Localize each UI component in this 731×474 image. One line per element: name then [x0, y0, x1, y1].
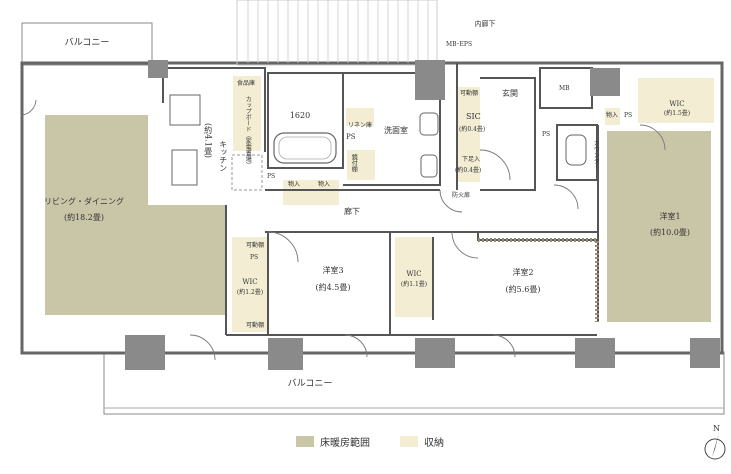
sic-label: SIC — [466, 112, 481, 121]
legend-floor-heating-label: 床暖房範囲 — [320, 438, 370, 449]
legend: 床暖房範囲 収納 — [0, 432, 731, 452]
wic2-area: (約1.1畳) — [400, 281, 428, 288]
mirror-shelf-label: 鏡付棚 — [350, 154, 358, 172]
wic-master-zone — [638, 78, 714, 123]
ps-label-hall: PS — [267, 173, 276, 180]
toilet-master-icon — [565, 134, 587, 166]
interior-walls — [162, 63, 599, 336]
washroom-label: 洗面室 — [384, 126, 408, 135]
hall-storage-zone — [283, 180, 339, 205]
kitchen-label: キッチン — [218, 140, 228, 172]
storage-label-2: 物入 — [318, 181, 331, 188]
movable-shelf-wic3-top: 可動棚 — [246, 242, 265, 249]
legend-floor-heating-swatch — [296, 436, 314, 447]
kitchen-area: (約4.1畳) — [203, 123, 213, 158]
master-area: (約10.0畳) — [649, 228, 691, 237]
linen-zone — [346, 108, 374, 126]
mirror-shelf-zone — [347, 150, 375, 180]
inner-corridor-label: 内廊下 — [474, 20, 496, 28]
wic-master-label: WIC — [669, 100, 685, 108]
cupboard-label: カップボード（家電置場） — [244, 96, 252, 168]
ld-heat-zone-right — [148, 205, 226, 315]
stairwell-outline — [236, 0, 438, 66]
kitchen-sink-icon — [169, 94, 201, 126]
wic2-zone — [395, 237, 433, 317]
master-storage-zone — [605, 108, 620, 125]
columns — [125, 60, 720, 370]
wic-master-area: (約1.5畳) — [663, 110, 691, 117]
corridor-label: 廊下 — [344, 207, 360, 216]
room2-area: (約5.6畳) — [505, 285, 541, 294]
outer-wall — [20, 61, 724, 355]
wic2-label: WIC — [406, 270, 422, 278]
fire-door-label: 防火扉 — [452, 192, 471, 199]
entrance-label: 玄関 — [502, 89, 518, 98]
door-swings — [21, 99, 666, 361]
ps-label-bath: PS — [542, 131, 551, 138]
bathtub-inner-icon — [278, 136, 332, 160]
ps-label-washroom: PS — [346, 133, 356, 141]
balcony-top-label: バルコニー — [64, 38, 110, 48]
wic3-label: WIC — [242, 278, 258, 286]
sic-zone — [457, 87, 480, 182]
north-label: N — [713, 424, 720, 433]
living-dining-label: リビング・ダイニング — [44, 197, 124, 206]
counter-label: カウンター — [592, 140, 600, 170]
balcony-bottom-outline — [103, 351, 725, 415]
kitchen-island-icon — [171, 149, 198, 186]
shoe-closet-label: 下足入 — [462, 156, 481, 163]
mb-eps-label: MB･EPS — [446, 41, 473, 48]
north-arrow-icon — [704, 433, 726, 460]
food-storage-label: 食品庫 — [237, 80, 256, 87]
ps-label-wic3: PS — [250, 254, 259, 261]
linen-label: リネン庫 — [348, 122, 373, 129]
living-dining-area: (約18.2畳) — [63, 213, 105, 222]
movable-shelf-wic3-bottom: 可動棚 — [246, 322, 265, 329]
mb-label: MB — [559, 85, 570, 92]
shoe-closet-area: (約0.4畳) — [455, 167, 482, 174]
balcony-bottom-label: バルコニー — [287, 379, 333, 389]
fridge-space-icon — [231, 154, 263, 191]
ld-heat-zone-left — [45, 115, 148, 315]
wic3-area: (約1.2畳) — [236, 289, 264, 296]
room2-hatched-wall — [478, 238, 599, 322]
toilet-icon — [420, 154, 438, 178]
stairwell-steps — [247, 0, 429, 63]
ps-label-master: PS — [624, 112, 633, 119]
storage-label-master: 物入 — [606, 112, 619, 119]
room3-label: 洋室3 — [322, 266, 344, 275]
bathtub-icon — [273, 132, 337, 164]
washbasin-icon — [419, 112, 439, 136]
balcony-top-outline — [21, 22, 153, 66]
master-heat-zone — [607, 131, 711, 322]
legend-storage-swatch — [400, 436, 418, 447]
master-label: 洋室1 — [659, 212, 681, 221]
legend-storage-label: 収納 — [424, 438, 444, 449]
room3-area: (約4.5畳) — [315, 283, 351, 292]
sic-area: (約0.4畳) — [459, 126, 486, 133]
food-storage-zone — [233, 76, 261, 151]
bath-size-label: 1620 — [289, 111, 311, 120]
wic3-zone — [232, 237, 268, 332]
room2-label: 洋室2 — [512, 268, 534, 277]
storage-label-1: 物入 — [288, 181, 301, 188]
movable-shelf-label: 可動棚 — [460, 90, 479, 97]
